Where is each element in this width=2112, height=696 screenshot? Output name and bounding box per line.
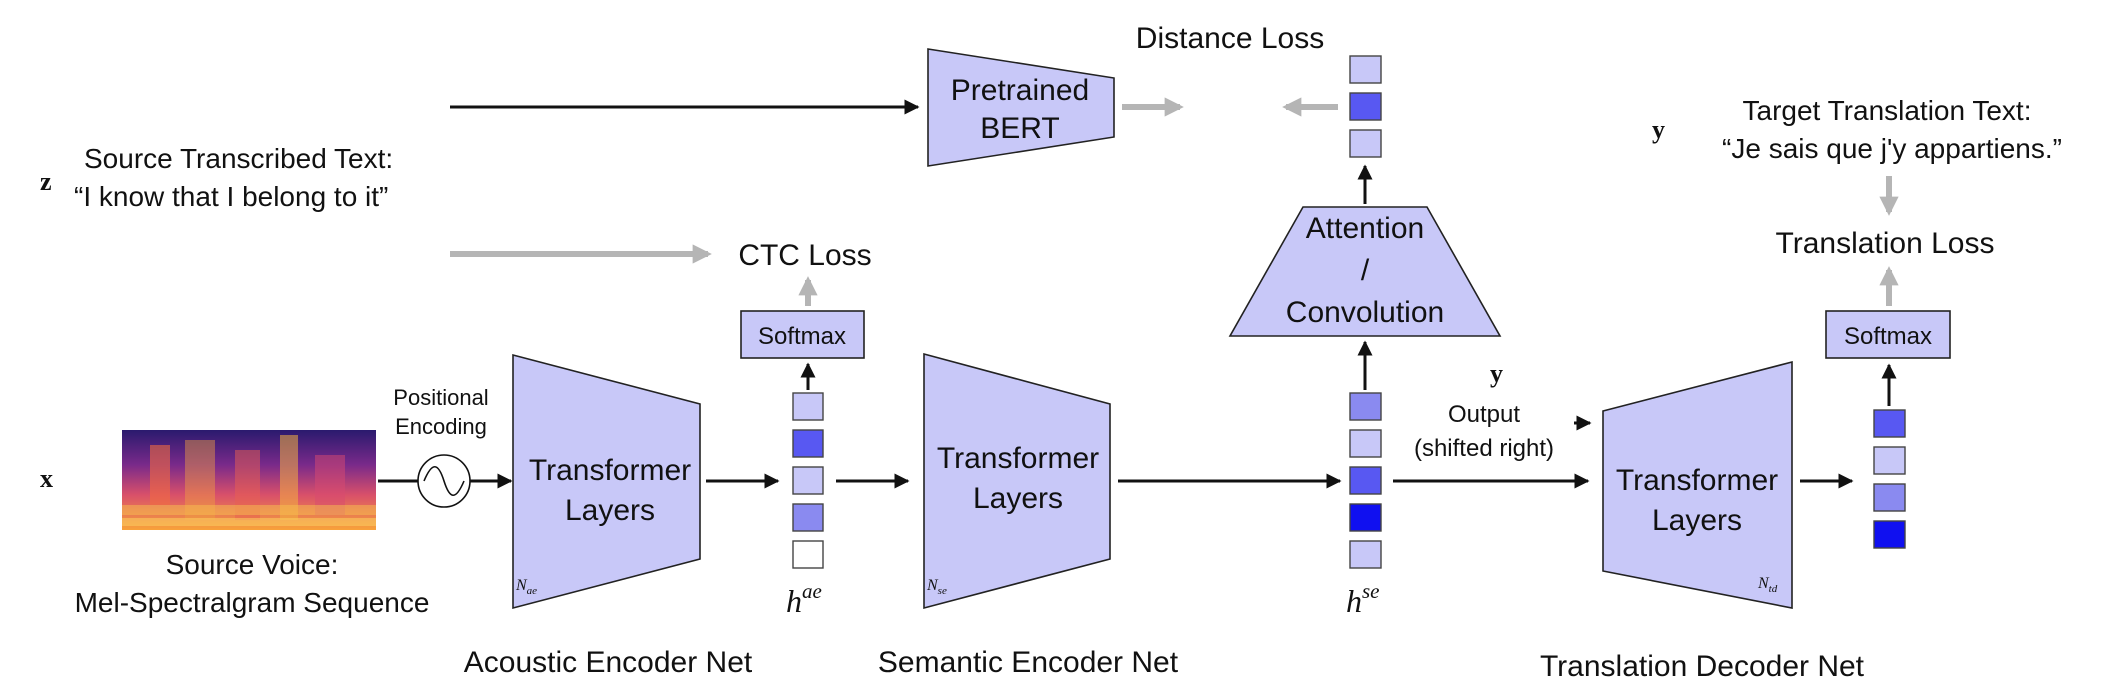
decoder-section-title: Translation Decoder Net	[1540, 650, 1865, 683]
softmax-left-box	[740, 310, 865, 359]
hae-cell	[792, 503, 824, 532]
semantic-block-line1: Transformer	[937, 442, 1099, 475]
attention-convolution-block	[1228, 206, 1502, 337]
bert-block	[927, 48, 1115, 167]
acoustic-block-line1: Transformer	[529, 454, 691, 487]
y-symbol-mid: y	[1490, 359, 1503, 388]
output-embedding-stack	[1873, 409, 1906, 549]
z-symbol: z	[40, 167, 52, 196]
target-text-line1: Target Translation Text:	[1743, 95, 2032, 126]
acoustic-n-label: Nae	[515, 577, 537, 597]
output-cell	[1873, 446, 1906, 475]
hae-cell	[792, 429, 824, 458]
hae-embedding-stack	[792, 392, 824, 569]
decoder-block-line1: Transformer	[1616, 464, 1778, 497]
output-line1: Output	[1448, 401, 1520, 428]
semantic-block-line2: Layers	[973, 482, 1063, 515]
decoder-n-label: Ntd	[1757, 575, 1778, 595]
positional-encoding-icon	[417, 454, 471, 508]
attention-line1: Attention	[1306, 212, 1424, 245]
distance-embedding-stack	[1349, 55, 1382, 158]
bert-line2: BERT	[980, 112, 1059, 145]
hse-embedding-stack	[1349, 392, 1382, 569]
voice-line2: Mel-Spectralgram Sequence	[75, 587, 430, 618]
semantic-transformer-block	[923, 352, 1111, 610]
acoustic-block-line2: Layers	[565, 494, 655, 527]
attention-line2: /	[1361, 254, 1370, 287]
hse-label: hse	[1346, 579, 1380, 619]
softmax-right-label: Softmax	[1844, 323, 1932, 350]
distance-cell	[1349, 129, 1382, 158]
acoustic-transformer-block	[512, 353, 701, 610]
x-symbol: x	[40, 464, 53, 493]
hse-cell	[1349, 540, 1382, 569]
bert-line1: Pretrained	[951, 74, 1089, 107]
source-text-line1: Source Transcribed Text:	[84, 143, 393, 174]
acoustic-section-title: Acoustic Encoder Net	[464, 646, 753, 679]
translation-loss-label: Translation Loss	[1776, 227, 1995, 260]
output-cell	[1873, 409, 1906, 438]
voice-line1: Source Voice:	[166, 549, 339, 580]
source-text-line2: “I know that I belong to it”	[74, 181, 388, 212]
hae-cell	[792, 466, 824, 495]
spectrogram-image	[122, 430, 376, 530]
semantic-n-label: Nse	[926, 577, 947, 597]
positional-line2: Encoding	[395, 414, 487, 439]
output-cell	[1873, 520, 1906, 549]
hae-cell	[792, 392, 824, 421]
hae-label: hae	[786, 579, 822, 619]
y-symbol-top: y	[1652, 115, 1665, 144]
distance-loss-label: Distance Loss	[1136, 22, 1324, 55]
hse-cell	[1349, 466, 1382, 495]
target-text-line2: “Je sais que j'y appartiens.”	[1722, 133, 2062, 164]
softmax-left-label: Softmax	[758, 323, 846, 350]
hse-cell	[1349, 503, 1382, 532]
ctc-loss-label: CTC Loss	[738, 239, 871, 272]
attention-line3: Convolution	[1286, 296, 1444, 329]
hse-cell	[1349, 429, 1382, 458]
distance-cell	[1349, 92, 1382, 121]
positional-line1: Positional	[393, 385, 488, 410]
output-line2: (shifted right)	[1414, 435, 1554, 462]
softmax-right-box	[1825, 310, 1951, 359]
decoder-block-line2: Layers	[1652, 504, 1742, 537]
semantic-section-title: Semantic Encoder Net	[878, 646, 1179, 679]
hse-cell	[1349, 392, 1382, 421]
output-cell	[1873, 483, 1906, 512]
decoder-transformer-block	[1602, 360, 1793, 609]
distance-cell	[1349, 55, 1382, 84]
hae-cell	[792, 540, 824, 569]
